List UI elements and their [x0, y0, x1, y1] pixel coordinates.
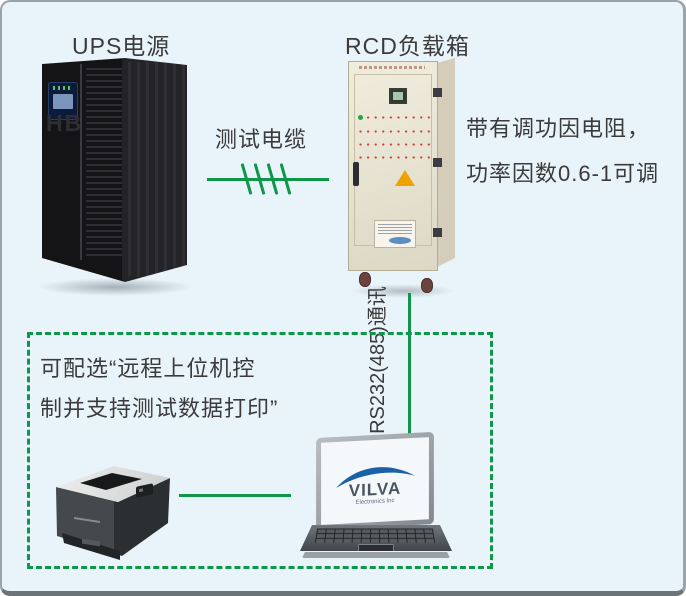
rcd-nameplate-fineprint	[378, 224, 412, 236]
rcd-indicator-row-2	[358, 129, 434, 134]
optional-note-line2: 制并支持测试数据打印”	[40, 396, 279, 421]
ups-brand-logo: HB	[46, 110, 84, 136]
rcd-power-indicator	[358, 115, 363, 120]
laptop-logo-swoosh-icon	[336, 466, 415, 488]
rcd-display-screen	[393, 92, 403, 100]
rcd-hinge-bottom	[433, 228, 442, 237]
rcd-nameplate-logo	[389, 237, 411, 244]
ups-door-seam	[80, 64, 82, 260]
ups-display-screen	[53, 94, 73, 109]
printer	[52, 461, 176, 563]
rcd-door-handle	[353, 162, 359, 186]
optional-note-line1: 可配选“远程上位机控	[40, 356, 256, 381]
rcd-header-fineprint	[359, 66, 425, 69]
power-factor-note-line2: 功率因数0.6-1可调	[466, 161, 660, 186]
rcd-load-box	[345, 56, 461, 298]
printer-panel-button	[139, 488, 143, 493]
ups-title: UPS电源	[72, 33, 171, 59]
ups-cabinet-body: HB	[42, 58, 187, 282]
ups-shadow	[36, 278, 194, 296]
rcd-title: RCD负载箱	[345, 33, 470, 59]
rcd-side-panel	[437, 58, 455, 267]
ups-side-panel	[128, 62, 186, 276]
rcd-nameplate	[374, 220, 416, 248]
ups-control-panel	[48, 82, 78, 120]
cable-line	[207, 178, 329, 181]
laptop-touchpad	[358, 544, 394, 551]
rcd-hinge-top	[433, 88, 442, 97]
rcd-display	[389, 88, 407, 104]
rcd-indicator-row-1	[358, 115, 434, 120]
ups-led-indicators	[53, 86, 73, 90]
cable-label: 测试电缆	[215, 127, 308, 152]
optional-group-box	[27, 332, 493, 569]
laptop-base	[300, 525, 452, 551]
warning-triangle-icon	[395, 170, 415, 186]
ups-cabinet: HB	[34, 56, 196, 301]
rcd-indicator-row-3	[358, 142, 434, 147]
ups-vent-grille	[86, 68, 122, 256]
laptop: VILVA Electronics Inc	[300, 431, 452, 563]
laptop-keyboard	[314, 528, 436, 543]
laptop-display: VILVA Electronics Inc	[321, 437, 429, 525]
printer-link-line	[179, 494, 291, 497]
rcd-hinge-middle	[433, 158, 442, 167]
laptop-brand-subtext: Electronics Inc	[355, 497, 395, 506]
rcd-caster-right	[421, 278, 433, 293]
rcd-indicator-row-4	[358, 155, 434, 160]
laptop-screen: VILVA Electronics Inc	[316, 431, 434, 531]
laptop-front-edge	[302, 552, 450, 558]
rcd-front-panel	[348, 61, 438, 271]
rcd-caster-left	[359, 272, 371, 287]
laptop-brand-text: VILVA	[348, 478, 402, 500]
comm-line	[408, 293, 411, 439]
power-factor-note-line1: 带有调功因电阻，	[466, 116, 651, 141]
